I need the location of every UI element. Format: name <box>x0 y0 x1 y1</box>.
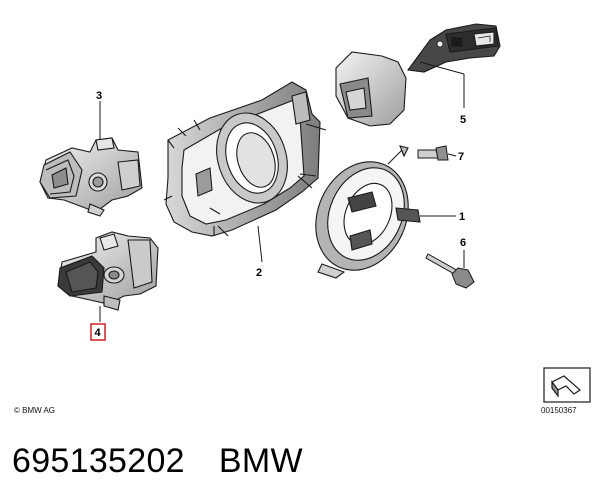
callout-4: 4 <box>95 327 102 339</box>
brand-label: BMW <box>218 442 303 480</box>
callout-3: 3 <box>96 90 102 102</box>
part-switch-carrier <box>163 81 327 237</box>
callout-1: 1 <box>459 211 465 223</box>
caption: 695135202 BMW <box>12 442 303 481</box>
leader-line-2 <box>257 225 263 263</box>
diagram-id-label: 00150367 <box>541 406 577 415</box>
part-clock-spring <box>315 145 421 279</box>
diagram-symbol-icon <box>543 367 591 403</box>
part-screw <box>417 145 449 161</box>
part-number: 695135202 <box>12 442 185 480</box>
leader-line-5 <box>419 61 465 75</box>
callout-4-highlight <box>90 323 106 341</box>
leader-line-7 <box>447 153 457 157</box>
callout-2: 2 <box>256 267 262 279</box>
callout-7: 7 <box>458 151 464 163</box>
callout-6: 6 <box>460 237 466 249</box>
callout-5: 5 <box>460 114 466 126</box>
part-wiper-switch <box>335 23 501 127</box>
part-steering-lock-upper <box>39 137 143 217</box>
part-bolt <box>425 253 475 289</box>
copyright-label: © BMW AG <box>14 406 56 415</box>
part-steering-lock-lower <box>57 231 159 311</box>
exploded-parts-diagram: 3 4 2 <box>39 23 591 403</box>
